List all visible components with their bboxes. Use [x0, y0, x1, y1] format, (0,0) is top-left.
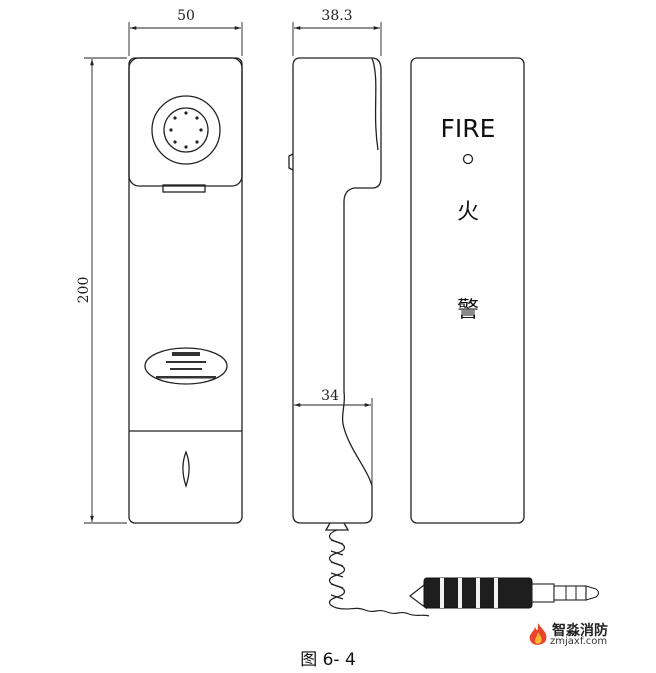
alarm-char-label: 警 [457, 298, 479, 323]
side-body [292, 57, 382, 524]
figure-caption: 图 6- 4 [300, 650, 356, 670]
side-view [288, 57, 382, 531]
height-value: 200 [76, 277, 92, 304]
mouthpiece-slot [182, 450, 190, 489]
earpiece-outer-ring [151, 95, 221, 165]
front-view [128, 57, 243, 524]
side-width-value: 38.3 [321, 8, 352, 24]
earpiece-clip [162, 184, 206, 193]
brand-label-text [156, 352, 216, 379]
watermark-url: zmjaxf.com [550, 636, 608, 647]
side-lower-value: 34 [321, 388, 339, 404]
side-contour [371, 57, 379, 151]
side-button [288, 153, 294, 171]
front-width-dimension [128, 22, 243, 56]
earpiece-housing [128, 57, 243, 187]
fire-char-label: 火 [457, 200, 479, 225]
back-body [410, 57, 525, 524]
fire-label: FIRE [441, 114, 496, 143]
coiled-cord [328, 529, 430, 617]
height-dimension [84, 57, 127, 524]
side-width-dimension [292, 22, 382, 56]
front-width-value: 50 [177, 8, 195, 24]
indicator-led [462, 153, 474, 165]
cord-strain-relief [324, 522, 350, 531]
watermark: 智淼消防 zmjaxf.com [526, 620, 626, 650]
jack-plug [409, 577, 600, 610]
watermark-title: 智淼消防 [552, 623, 608, 639]
earpiece-holes [169, 111, 203, 149]
back-view [410, 57, 525, 524]
earpiece-inner-ring [163, 107, 209, 153]
side-lower-dimension [294, 398, 373, 486]
flame-logo-icon [529, 623, 547, 645]
brand-label-plate [144, 347, 228, 385]
